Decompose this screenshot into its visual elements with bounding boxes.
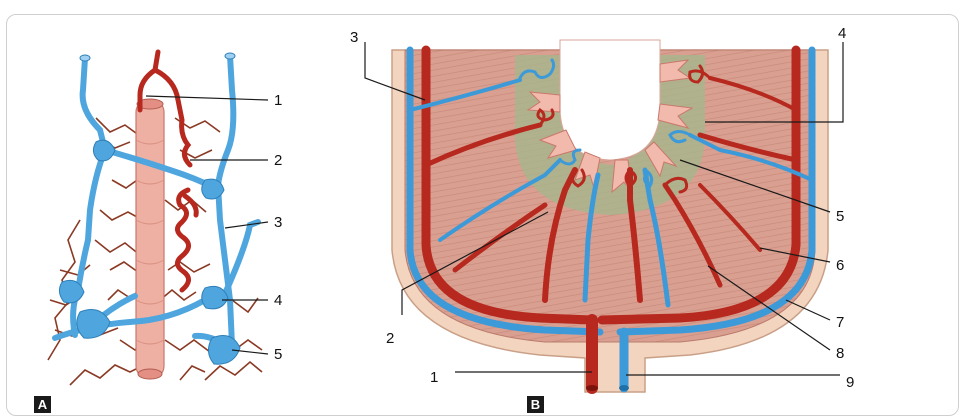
- panel-b-illustration: 3 4 5 6 7 8 9 1 2: [350, 25, 854, 392]
- panel-b-label-7: 7: [836, 314, 844, 331]
- artery-stem-end: [586, 385, 598, 391]
- panel-b-label-4: 4: [838, 25, 846, 42]
- panel-a-label-5: 5: [274, 346, 282, 363]
- panel-b-label-1: 1: [430, 369, 438, 386]
- panel-b-tag: B: [527, 396, 544, 413]
- panel-a-label-1: 1: [274, 92, 282, 109]
- panel-b-label-3: 3: [350, 29, 358, 46]
- panel-b-label-6: 6: [836, 257, 844, 274]
- panel-b-label-9: 9: [846, 374, 854, 391]
- panel-a-label-2: 2: [274, 152, 282, 169]
- panel-a-label-4: 4: [274, 292, 282, 309]
- panel-b-label-2: 2: [386, 330, 394, 347]
- panel-a-label-3: 3: [274, 214, 282, 231]
- panel-b-label-8: 8: [836, 345, 844, 362]
- panel-a-illustration: 1 2 3 4 5: [48, 52, 282, 385]
- central-vessel: [136, 99, 164, 379]
- panel-b-label-5: 5: [836, 208, 844, 225]
- lumen: [560, 40, 660, 160]
- panel-a-tag: A: [34, 396, 51, 413]
- vein-stem-end: [619, 385, 629, 391]
